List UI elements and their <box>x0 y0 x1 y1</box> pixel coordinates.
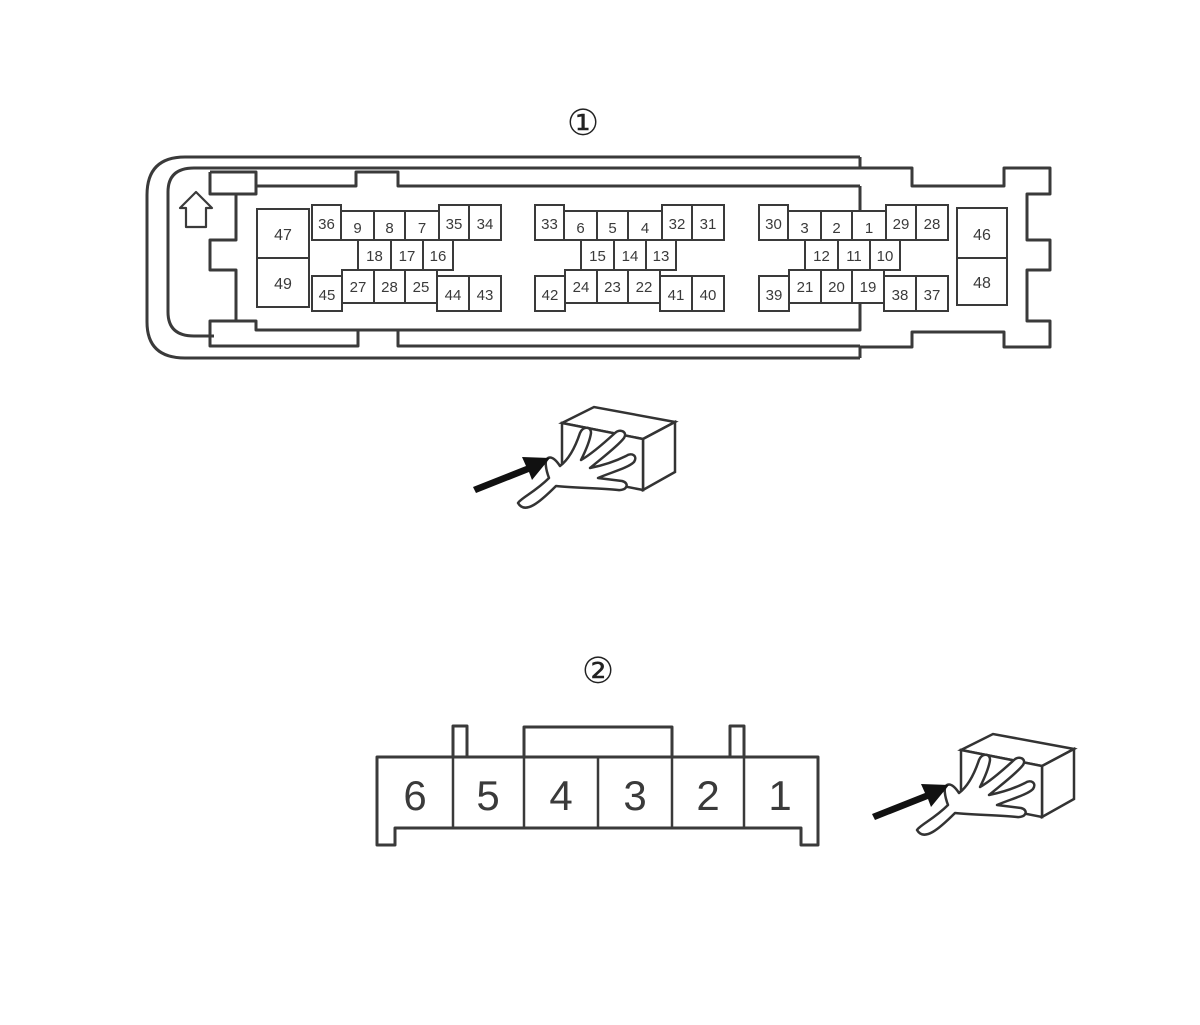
pin-label: 16 <box>430 248 447 265</box>
hand-pointer-icon <box>870 732 1076 836</box>
pin-cell <box>404 210 440 241</box>
pin-label: 2 <box>832 220 840 237</box>
pin-cell <box>869 239 901 271</box>
pin-label: 30 <box>765 216 782 233</box>
pin-cell <box>373 210 406 241</box>
pin-label: 47 <box>274 227 292 244</box>
up-arrow-icon <box>178 190 214 229</box>
pin-label: 42 <box>542 287 559 304</box>
pin-label: 9 <box>353 220 361 237</box>
pin-label: 34 <box>477 216 494 233</box>
pin-group-3: 30 3 2 1 29 28 12 11 10 39 21 20 19 38 3… <box>758 204 949 312</box>
pin-label: 11 <box>846 248 862 265</box>
hand-pointer-icon <box>471 405 677 509</box>
pin-label: 3 <box>623 772 646 819</box>
pin-cell <box>256 257 310 308</box>
pin-cell <box>373 269 406 304</box>
pin-cell <box>404 269 438 304</box>
pin-label: 2 <box>696 772 719 819</box>
pin-label: 22 <box>636 279 653 296</box>
pin-label: 10 <box>877 248 894 265</box>
pin-label: 12 <box>813 248 830 265</box>
pin-cell <box>758 275 790 312</box>
pin-label: 37 <box>924 287 941 304</box>
pin-label: 45 <box>319 287 336 304</box>
pin-label: 41 <box>668 287 685 304</box>
pin-label: 40 <box>700 287 717 304</box>
pin-label: 36 <box>318 216 335 233</box>
pin-label: 20 <box>828 279 845 296</box>
pin-label: 6 <box>403 772 426 819</box>
pin-cell <box>885 204 917 241</box>
pin-label: 49 <box>274 276 292 293</box>
pin-cell <box>758 204 789 241</box>
left-pin-block: 47 49 <box>256 208 310 308</box>
pin-cell <box>436 275 470 312</box>
pin-cell <box>851 269 885 304</box>
pin-label: 29 <box>893 216 910 233</box>
pin-label: 39 <box>766 287 783 304</box>
connector-2-label: ② <box>582 651 614 692</box>
pin-label: 1 <box>865 220 873 237</box>
pin-label: 21 <box>797 279 814 296</box>
pin-cell <box>468 204 502 241</box>
pin-label: 14 <box>622 248 639 265</box>
pin-label: 44 <box>445 287 462 304</box>
pin-cell <box>256 208 310 259</box>
pin-cell <box>915 275 949 312</box>
pin-label: 13 <box>653 248 670 265</box>
pin-label: 4 <box>641 220 649 237</box>
pin-cell <box>956 257 1008 306</box>
pin-label: 46 <box>973 227 991 244</box>
pin-label: 35 <box>446 216 463 233</box>
pin-cell <box>659 275 693 312</box>
pin-cell <box>956 207 1008 259</box>
pin-label: 5 <box>476 772 499 819</box>
pin-label: 43 <box>477 287 494 304</box>
pin-cell <box>596 269 629 304</box>
pin-label: 6 <box>576 220 584 237</box>
pin-label: 31 <box>700 216 717 233</box>
pin-label: 27 <box>350 279 367 296</box>
pin-label: 8 <box>385 220 393 237</box>
pin-label: 28 <box>381 279 398 296</box>
pin-cell <box>468 275 502 312</box>
pin-label: 1 <box>768 772 791 819</box>
pin-cell <box>340 210 375 241</box>
pin-group-1: 36 9 8 7 35 34 18 17 16 45 27 28 25 44 4… <box>311 204 502 312</box>
pin-label: 25 <box>413 279 430 296</box>
pin-label: 23 <box>604 279 621 296</box>
pin-label: 19 <box>860 279 877 296</box>
pin-label: 33 <box>541 216 558 233</box>
pin-cell <box>534 204 565 241</box>
pin-cell <box>691 204 725 241</box>
pin-label: 48 <box>973 275 991 292</box>
connector-2-pins <box>451 757 746 828</box>
connector-1-label: ① <box>567 103 599 144</box>
pin-label: 32 <box>669 216 686 233</box>
pin-label: 28 <box>924 216 941 233</box>
pin-label: 4 <box>549 772 572 819</box>
pin-cell <box>915 204 949 241</box>
connector-1-housing <box>145 155 1052 360</box>
connector-2-housing <box>375 724 820 847</box>
pin-label: 15 <box>589 248 606 265</box>
pin-group-2: 33 6 5 4 32 31 15 14 13 42 24 23 22 41 4… <box>534 204 725 312</box>
pin-label: 7 <box>418 220 426 237</box>
pin-label: 3 <box>800 220 808 237</box>
pin-label: 5 <box>608 220 616 237</box>
pin-cell <box>851 210 887 241</box>
pin-cell <box>311 275 343 312</box>
pin-cell <box>820 269 853 304</box>
right-pin-block: 46 48 <box>956 207 1008 306</box>
pin-label: 18 <box>366 248 383 265</box>
pin-label: 38 <box>892 287 909 304</box>
pin-cell <box>691 275 725 312</box>
pin-label: 17 <box>399 248 416 265</box>
pin-label: 24 <box>573 279 590 296</box>
